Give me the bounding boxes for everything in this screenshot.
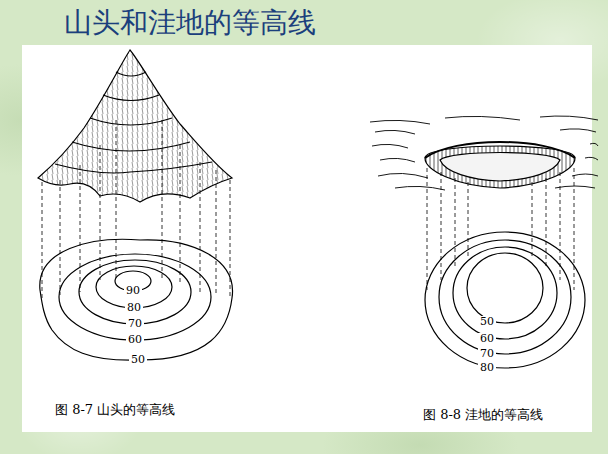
- mountain-sketch: [38, 50, 232, 202]
- hill-contours: [40, 239, 233, 360]
- contour-value: 60: [478, 333, 496, 345]
- depression-contours: [425, 232, 585, 368]
- contour-value: 80: [478, 362, 496, 374]
- depression-sketch: [425, 142, 575, 188]
- contour-value: 50: [478, 316, 496, 328]
- ground-surface: [370, 116, 598, 190]
- contour-value: 90: [124, 285, 142, 297]
- contour-value: 80: [125, 302, 143, 314]
- figure-caption: 图 8-7 山头的等高线: [55, 401, 175, 419]
- contour-value: 70: [126, 318, 144, 330]
- contour-value: 50: [129, 354, 147, 366]
- projection-lines: [42, 120, 230, 298]
- slide-title: 山头和洼地的等高线: [64, 4, 316, 42]
- figure-caption: 图 8-8 洼地的等高线: [423, 406, 543, 424]
- contour-value: 70: [478, 348, 496, 360]
- contour-value: 60: [126, 334, 144, 346]
